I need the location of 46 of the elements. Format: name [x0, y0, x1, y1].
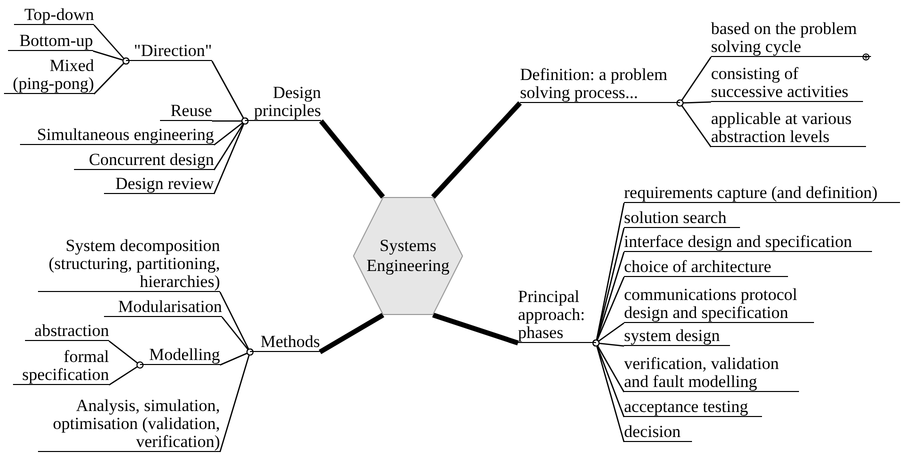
- topic-text: Methods: [250, 333, 320, 352]
- topic-text: Modularisation: [104, 298, 222, 317]
- topic-text: Simultaneous engineering: [20, 126, 214, 145]
- thick-branch-line: [319, 119, 385, 199]
- topic-text: system design: [624, 327, 730, 346]
- branch-line: [213, 118, 248, 194]
- topic-text: decision: [624, 423, 692, 442]
- branch-line: [592, 340, 625, 442]
- topic-text: System decomposition (structuring, partitioning, hierarchies): [38, 237, 220, 292]
- branch-line: [108, 340, 144, 368]
- branch-line: [592, 340, 625, 418]
- topic-text: interface design and specification: [624, 233, 872, 252]
- thick-branch-line: [432, 312, 519, 346]
- branch-line: [108, 362, 144, 386]
- thick-branch-line: [318, 312, 384, 354]
- topic-text: "Direction": [126, 42, 212, 61]
- topic-text: choice of architecture: [624, 258, 788, 277]
- topic-text: Top-down: [14, 6, 94, 25]
- branch-line: [94, 58, 130, 94]
- topic-text: Analysis, simulation, optimisation (validation, verification): [38, 397, 220, 452]
- topic-text: formal specification: [13, 348, 109, 385]
- topic-text: Design review: [104, 175, 214, 194]
- topic-text: Bottom-up: [8, 32, 93, 51]
- branch-line: [676, 100, 712, 148]
- topic-text: communications protocol design and specification: [624, 286, 814, 323]
- topic-text: requirements capture (and definition): [624, 184, 900, 203]
- topic-text: consisting of successive activities: [711, 65, 863, 102]
- topic-text: abstraction: [25, 322, 109, 341]
- central-topic-text: Systems Engineering: [365, 236, 451, 276]
- topic-text: Mixed (ping-pong): [4, 57, 94, 94]
- topic-text: applicable at various abstraction levels: [711, 110, 866, 147]
- topic-text: solution search: [624, 209, 740, 228]
- topic-text: Definition: a problem solving process...: [520, 66, 680, 103]
- topic-text: Concurrent design: [74, 151, 214, 170]
- topic-text: Design principles: [245, 84, 321, 121]
- thick-branch-line: [431, 101, 522, 199]
- branch-line: [219, 348, 254, 452]
- branch-line: [94, 24, 130, 64]
- topic-text: Principal approach: phases: [518, 288, 596, 343]
- topic-text: Modelling: [140, 346, 220, 365]
- branch-line: [676, 100, 712, 106]
- topic-text: acceptance testing: [624, 398, 762, 417]
- branch-line: [220, 348, 254, 366]
- topic-text: based on the problem solving cycle: [711, 20, 871, 57]
- topic-text: verification, validation and fault modelling: [624, 355, 799, 392]
- topic-text: Reuse: [160, 102, 212, 121]
